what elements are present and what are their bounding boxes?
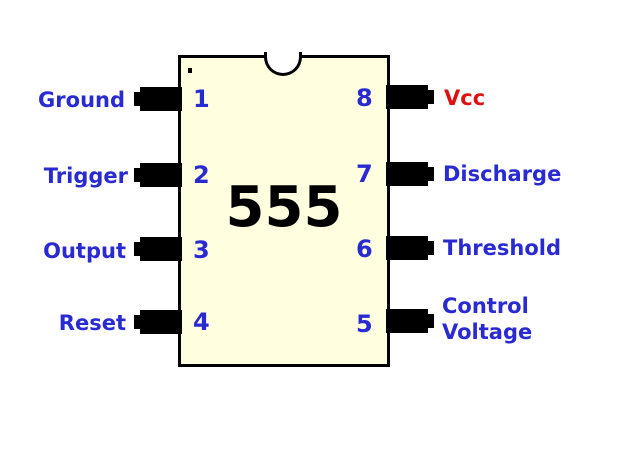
pin-4-label: Reset <box>58 311 126 335</box>
pin-2-lead <box>134 163 182 187</box>
pin-3-number: 3 <box>193 236 210 264</box>
chip-body <box>178 55 390 367</box>
pin-5-lead <box>386 309 434 333</box>
pin-2-label: Trigger <box>43 164 128 188</box>
pin-3-label: Output <box>43 239 126 263</box>
pin-6-number: 6 <box>356 235 373 263</box>
pin-1-label: Ground <box>38 88 125 112</box>
pin-7-label: Discharge <box>443 162 562 186</box>
pin-4-lead <box>134 310 182 334</box>
pin-7-number: 7 <box>356 160 373 188</box>
pin-8-lead <box>386 85 434 109</box>
pin1-marker-dot <box>188 68 192 73</box>
pin-2-number: 2 <box>193 161 210 189</box>
pin-6-label: Threshold <box>443 236 561 260</box>
pin-3-lead <box>134 237 182 261</box>
pin-5-number: 5 <box>356 310 373 338</box>
pin-5-label-line2: Voltage <box>442 320 533 344</box>
pin-1-lead <box>134 87 182 111</box>
pin-4-number: 4 <box>193 308 210 336</box>
chip-name: 555 <box>225 175 343 240</box>
pin-7-lead <box>386 162 434 186</box>
pin-1-number: 1 <box>193 85 210 113</box>
pin-8-number: 8 <box>356 84 373 112</box>
pin-8-label: Vcc <box>444 86 486 110</box>
pin-6-lead <box>386 236 434 260</box>
pin-5-label-line1: Control <box>442 294 529 318</box>
